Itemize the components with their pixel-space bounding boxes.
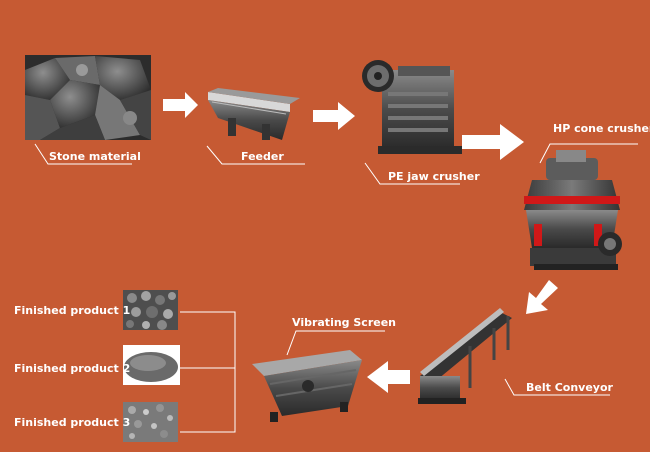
fine-sand-icon bbox=[123, 345, 180, 385]
product-bracket bbox=[180, 311, 236, 433]
label-vibrating-screen: Vibrating Screen bbox=[292, 316, 396, 329]
vibrating-feeder-icon bbox=[208, 88, 300, 140]
arrow-jaw-to-cone bbox=[462, 124, 524, 160]
label-jaw-crusher: PE jaw crusher bbox=[388, 170, 480, 183]
arrow-belt-to-screen bbox=[367, 361, 410, 393]
label-belt-conveyor: Belt Conveyor bbox=[526, 381, 613, 394]
callout-lines bbox=[34, 143, 638, 433]
arrow-feeder-to-jaw bbox=[313, 102, 355, 130]
screen-leader bbox=[286, 330, 385, 356]
feeder-leader bbox=[206, 145, 305, 165]
label-finished-product-2: Finished product 2 bbox=[14, 362, 131, 375]
jaw-leader bbox=[364, 162, 460, 185]
arrow-stone-to-feeder bbox=[163, 92, 198, 118]
belt-conveyor-icon bbox=[418, 308, 512, 404]
vibrating-screen-icon bbox=[252, 350, 362, 422]
cone-crusher-icon bbox=[524, 150, 622, 270]
label-finished-product-1: Finished product 1 bbox=[14, 304, 131, 317]
label-finished-product-3: Finished product 3 bbox=[14, 416, 131, 429]
belt-leader bbox=[504, 378, 610, 396]
coarse-gravel-icon bbox=[123, 290, 178, 330]
cone-leader bbox=[539, 143, 638, 164]
arrow-cone-to-belt bbox=[526, 280, 558, 314]
label-stone-material: Stone material bbox=[49, 150, 141, 163]
stone-leader bbox=[34, 143, 132, 165]
stone-pile-icon bbox=[25, 55, 151, 140]
medium-gravel-icon bbox=[123, 402, 178, 442]
jaw-crusher-icon bbox=[362, 60, 462, 154]
label-cone-crusher: HP cone crusher bbox=[553, 122, 650, 135]
label-feeder: Feeder bbox=[241, 150, 284, 163]
